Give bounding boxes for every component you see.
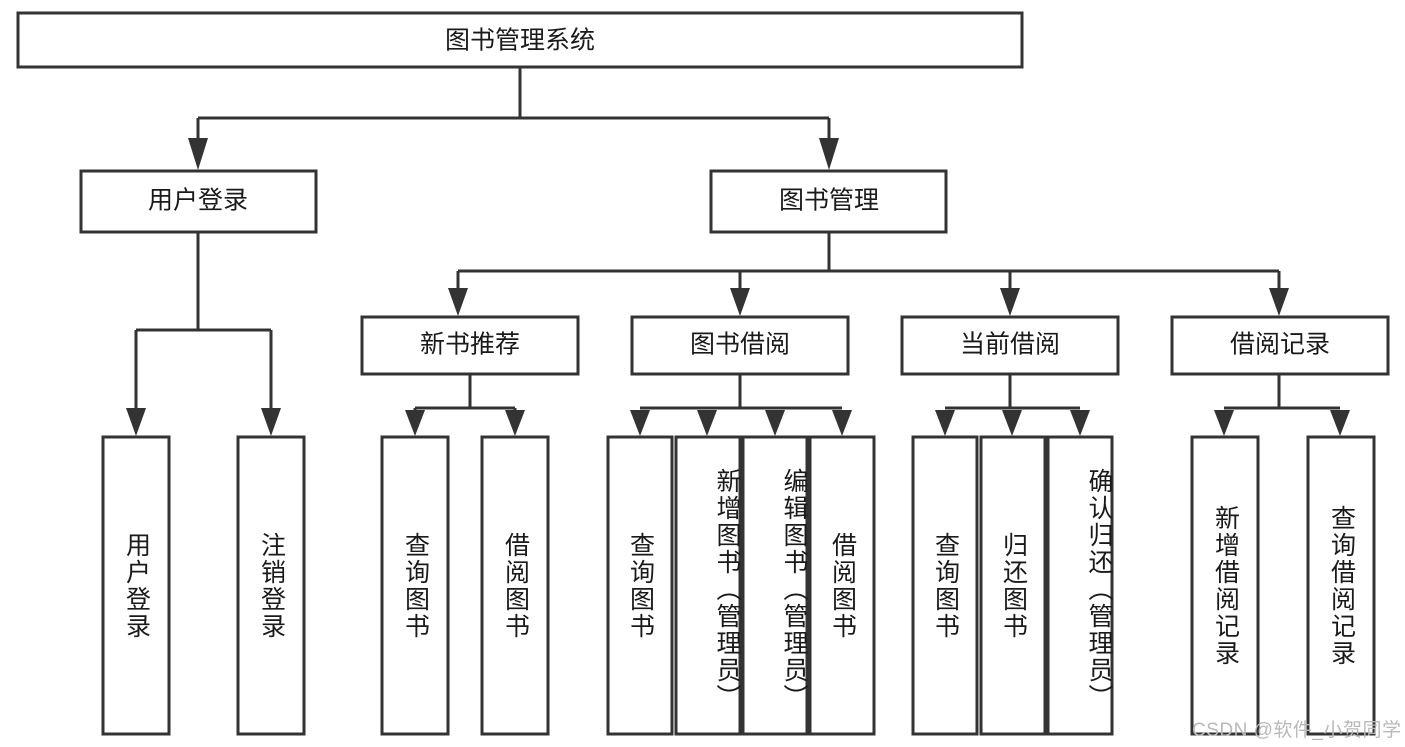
node-borrow-record-box[interactable] (1170, 315, 1390, 376)
leaf-box-borrowrecord-1[interactable] (1306, 435, 1376, 736)
watermark-credit: CSDN @软件_小贺同学 (1192, 720, 1402, 741)
leaf-boxes (101, 435, 1376, 736)
node-current-borrow-label: 当前借阅 (960, 331, 1060, 359)
node-book-borrow-label: 图书借阅 (690, 331, 790, 359)
leaf-box-userlogin-0[interactable] (101, 435, 171, 736)
node-book-borrow[interactable]: 图书借阅 (630, 315, 850, 376)
leaf-box-userlogin-1[interactable] (236, 435, 306, 736)
node-root[interactable]: 图书管理系统 (16, 11, 1024, 69)
leaf-box-bookborrow-3[interactable] (808, 435, 876, 736)
arrowhead-leaf-borrowrecord-0 (1214, 410, 1234, 436)
arrowhead-leaf-userlogin-0 (126, 408, 146, 436)
connector-userlogin-to-leaves (126, 233, 281, 436)
leaf-box-currentborrow-2[interactable] (1046, 435, 1114, 736)
arrowhead-current-borrow (1000, 288, 1020, 316)
connector-bookborrow-to-leaves (630, 375, 852, 436)
node-user-login-box[interactable] (79, 169, 318, 234)
node-new-book-recommend-box[interactable] (360, 315, 580, 376)
node-borrow-record-label: 借阅记录 (1230, 331, 1330, 359)
node-new-book-recommend-label: 新书推荐 (420, 331, 520, 359)
arrowhead-user-login (188, 138, 208, 170)
node-book-manage-box[interactable] (709, 169, 948, 234)
arrowhead-leaf-currentborrow-0 (935, 410, 955, 436)
node-user-login[interactable]: 用户登录 (79, 169, 318, 234)
node-book-borrow-box[interactable] (630, 315, 850, 376)
node-book-manage[interactable]: 图书管理 (709, 169, 948, 234)
connector-newbook-to-leaves (405, 375, 525, 436)
arrowhead-leaf-bookborrow-1 (697, 410, 717, 436)
leaf-box-bookborrow-2[interactable] (741, 435, 809, 736)
arrowhead-leaf-currentborrow-1 (1002, 410, 1022, 436)
node-new-book-recommend[interactable]: 新书推荐 (360, 315, 580, 376)
leaf-box-bookborrow-1[interactable] (674, 435, 742, 736)
arrowhead-leaf-bookborrow-3 (832, 410, 852, 436)
leaf-box-newbook-0[interactable] (380, 435, 450, 736)
node-book-manage-label: 图书管理 (779, 187, 879, 215)
leaf-box-bookborrow-0[interactable] (606, 435, 674, 736)
arrowhead-leaf-userlogin-1 (261, 408, 281, 436)
leaf-box-borrowrecord-0[interactable] (1190, 435, 1260, 736)
arrowhead-new-book (448, 288, 468, 316)
leaf-box-newbook-1[interactable] (480, 435, 550, 736)
arrowhead-borrow-record (1269, 288, 1289, 316)
arrowhead-leaf-currentborrow-2 (1070, 410, 1090, 436)
connector-currentborrow-to-leaves (935, 375, 1090, 436)
arrowhead-leaf-bookborrow-2 (765, 410, 785, 436)
arrowhead-leaf-newbook-1 (505, 410, 525, 436)
node-current-borrow-box[interactable] (900, 315, 1120, 376)
arrowhead-leaf-bookborrow-0 (630, 410, 650, 436)
arrowhead-book-borrow (730, 288, 750, 316)
leaf-box-currentborrow-1[interactable] (979, 435, 1047, 736)
connector-root-to-level2 (188, 68, 839, 170)
node-root-label: 图书管理系统 (445, 27, 595, 55)
node-root-box[interactable] (16, 11, 1024, 69)
node-user-login-label: 用户登录 (148, 187, 248, 215)
node-borrow-record[interactable]: 借阅记录 (1170, 315, 1390, 376)
connector-bookmanage-to-level3 (448, 233, 1289, 316)
arrowhead-leaf-newbook-0 (405, 410, 425, 436)
leaf-box-currentborrow-0[interactable] (911, 435, 979, 736)
connector-borrowrecord-to-leaves (1214, 375, 1350, 436)
arrowhead-leaf-borrowrecord-1 (1330, 410, 1350, 436)
node-current-borrow[interactable]: 当前借阅 (900, 315, 1120, 376)
arrowhead-book-manage (819, 138, 839, 170)
